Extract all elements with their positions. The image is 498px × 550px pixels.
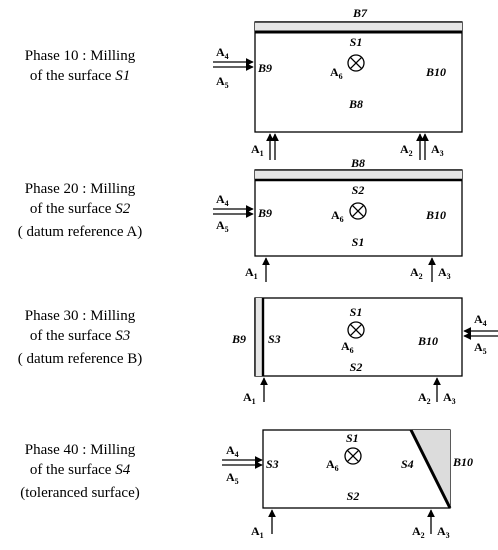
phase-title: Phase 10 : Milling (24, 48, 136, 64)
normal-support-icon (347, 54, 365, 72)
label-bottom: S2 (347, 489, 360, 503)
double-arrow-left-icon (222, 456, 263, 469)
phase-surface-line: of the surface S2 (29, 201, 131, 217)
label-a2: A2 (410, 265, 423, 281)
label-a2: A2 (400, 142, 413, 158)
double-arrow-up-icon (416, 133, 429, 160)
label-a3: A3 (443, 390, 456, 406)
phase-20-caption: Phase 20 : Milling of the surface S2 ( d… (0, 179, 160, 242)
phase-note: ( datum reference A) (17, 224, 143, 240)
label-a3: A3 (437, 524, 450, 540)
label-a4: A4 (216, 192, 229, 208)
phase-title: Phase 20 : Milling (24, 181, 136, 197)
phase-30-diagram: B9 S3 S1 B10 S2 A6 A4 A5 A1 A2 A3 (231, 297, 498, 406)
label-a2: A2 (412, 524, 425, 540)
label-right: B10 (417, 334, 438, 348)
label-a4: A4 (474, 312, 487, 328)
label-a5: A5 (226, 470, 239, 486)
double-arrow-left-icon (213, 58, 254, 71)
label-a4: A4 (216, 45, 229, 61)
label-top: B7 (352, 6, 368, 20)
phase-surface-line: of the surface S3 (29, 328, 131, 344)
phase-surface-line: of the surface S4 (29, 462, 131, 478)
machined-layer-top (255, 22, 462, 32)
label-a2: A2 (418, 390, 431, 406)
phase-surface-line: of the surface S1 (29, 68, 131, 84)
label-left: B9 (257, 206, 272, 220)
label-center: S1 (350, 35, 363, 49)
phase-40-diagram: S1 S3 S4 B10 S2 A6 A4 A5 A1 A2 A3 (222, 429, 473, 540)
label-a1: A1 (251, 142, 264, 158)
label-a5: A5 (216, 74, 229, 90)
label-chamfer: S4 (401, 457, 414, 471)
phase-10-caption: Phase 10 : Milling of the surface S1 (0, 46, 160, 86)
normal-support-icon (349, 202, 367, 220)
label-right: B10 (425, 65, 446, 79)
label-left: B9 (257, 61, 272, 75)
label-bottom: S1 (352, 235, 365, 249)
label-outside-left: B9 (231, 332, 246, 346)
normal-support-icon (344, 447, 362, 465)
label-bottom: B8 (348, 97, 363, 111)
label-a3: A3 (431, 142, 444, 158)
label-right: B10 (425, 208, 446, 222)
phase-40-caption: Phase 40 : Milling of the surface S4 (to… (0, 440, 160, 503)
label-center: S2 (352, 183, 365, 197)
label-center: S1 (350, 305, 363, 319)
machined-layer-top (255, 170, 462, 180)
phase-note: ( datum reference B) (17, 351, 143, 367)
phase-30-caption: Phase 30 : Milling of the surface S3 ( d… (0, 306, 160, 369)
label-a3: A3 (438, 265, 451, 281)
label-top: B8 (350, 156, 365, 170)
label-a1: A1 (251, 524, 264, 540)
label-inner-left: S3 (268, 332, 281, 346)
label-right: B10 (452, 455, 473, 469)
label-a1: A1 (243, 390, 256, 406)
label-left: S3 (266, 457, 279, 471)
label-bottom: S2 (350, 360, 363, 374)
double-arrow-right-to-left-icon (463, 327, 498, 340)
label-a1: A1 (245, 265, 258, 281)
machined-surface-line (409, 429, 452, 509)
label-a4: A4 (226, 443, 239, 459)
phase-title: Phase 30 : Milling (24, 308, 136, 324)
machined-layer-left (255, 298, 263, 376)
phase-10-diagram: B7 S1 B9 B10 B8 A6 A4 A5 A1 A2 A3 (213, 6, 463, 160)
double-arrow-up-icon (266, 133, 279, 160)
label-a5: A5 (216, 218, 229, 234)
phase-20-diagram: B8 S2 B9 B10 S1 A6 A4 A5 A1 A2 A3 (213, 156, 463, 282)
phase-title: Phase 40 : Milling (24, 442, 136, 458)
normal-support-icon (347, 321, 365, 339)
double-arrow-left-icon (213, 205, 254, 218)
label-a5: A5 (474, 340, 487, 356)
label-center: S1 (346, 431, 359, 445)
phase-note: (toleranced surface) (20, 485, 140, 501)
